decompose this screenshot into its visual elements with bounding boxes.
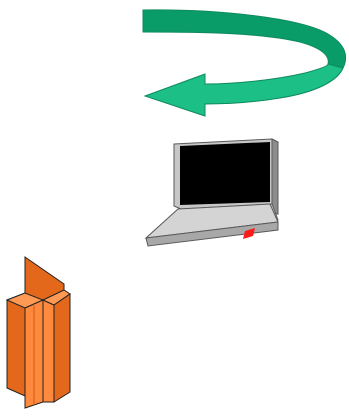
arrow-back-band: [142, 9, 347, 69]
server-side-fin: [6, 292, 26, 397]
server-right-slab: [42, 299, 55, 403]
arrow-front-band: [143, 63, 344, 117]
laptop-base-front: [145, 221, 279, 247]
laptop-lid-side: [271, 138, 279, 215]
rotation-arrow-icon: [142, 9, 347, 117]
laptop-led: [243, 228, 255, 239]
laptop-icon: [144, 138, 279, 247]
server-tower-icon: [5, 256, 71, 409]
laptop-screen: [180, 142, 270, 205]
server-right-slab-side: [53, 293, 71, 403]
